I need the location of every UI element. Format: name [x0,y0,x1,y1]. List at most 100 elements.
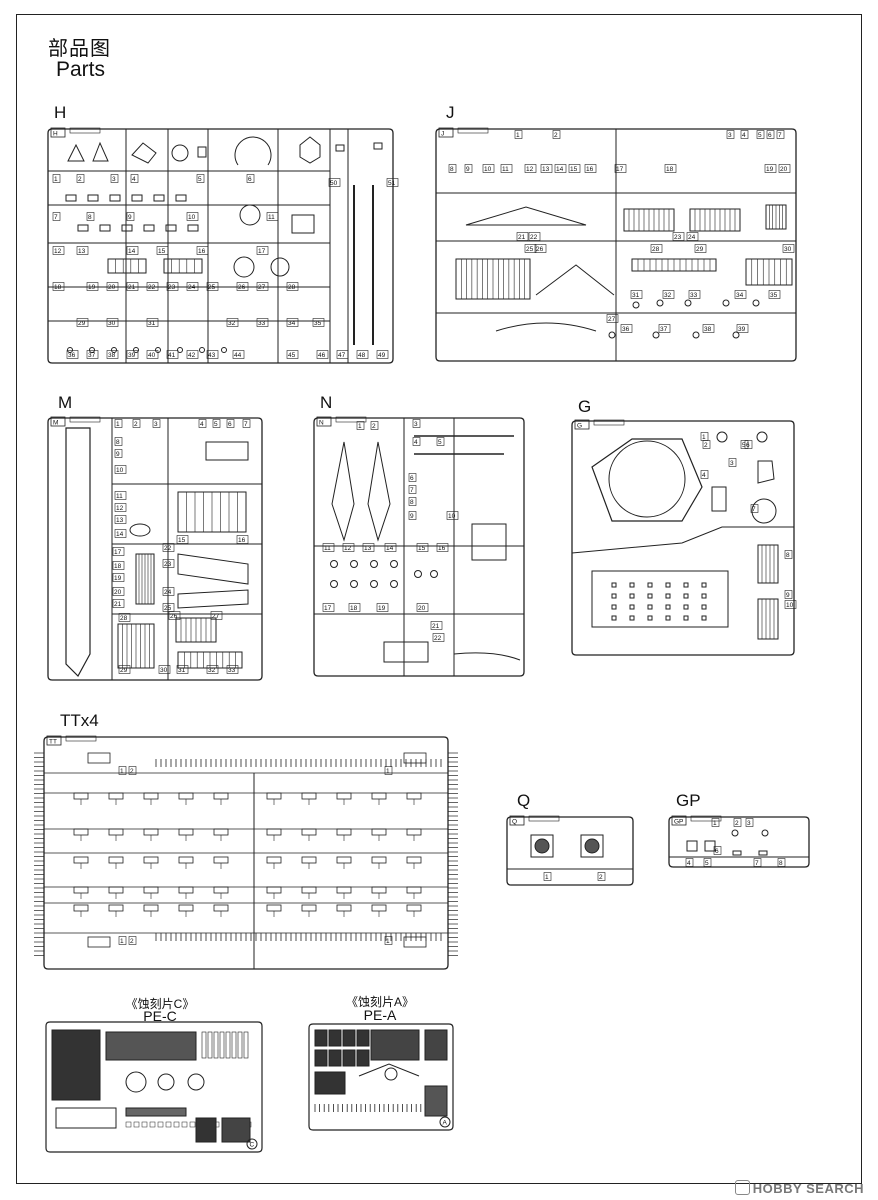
part-number-box [256,282,269,291]
part-number-box [528,232,541,241]
part-number: 13 [78,248,86,255]
part-number-box [614,164,627,173]
track-link [406,856,422,864]
part-number: 21 [518,234,526,241]
track-link [213,792,229,800]
part-number: 17 [258,248,266,255]
pe-part [195,1117,217,1143]
pe-small-part [189,1121,196,1128]
part-number: 28 [652,246,660,253]
part-number-box [328,178,341,187]
pe-part [125,1107,187,1117]
part-number-box [416,543,429,552]
part-number-box [186,282,199,291]
part-number-box [524,164,537,173]
rivet [611,604,617,610]
rivet [701,615,707,621]
part-number-box [236,282,249,291]
part-number: 11 [268,214,275,221]
part-number-box [86,282,99,291]
part-number-box [52,246,65,255]
part-number-box [210,611,223,620]
pe-part [358,1063,420,1077]
part-number: 26 [238,284,246,291]
part-number: 2 [554,132,558,139]
rivet [683,593,689,599]
part-number: 6 [248,176,252,183]
part-number: 27 [258,284,266,291]
pe-grille [314,1071,346,1095]
pe-c-label-cn: 《蚀刻片C》 [125,997,195,1011]
part-number: 2 [130,768,134,775]
part-number-box [212,419,221,428]
part-number: 32 [208,667,216,674]
part-number: 18 [666,166,674,173]
part-number: 31 [148,320,156,327]
small-part [153,194,165,202]
part-number-box [206,350,219,359]
part-number-box [232,350,245,359]
pe-grille [314,1029,328,1047]
part-fender [177,589,249,609]
part-number: 29 [696,246,704,253]
part-number: 12 [54,248,62,255]
part-number-box [162,559,175,568]
part-number-box [126,246,139,255]
part-number: 13 [542,166,550,173]
part-number-box [672,232,685,241]
small-part [133,347,139,353]
pe-strip [213,1031,219,1059]
small-part [370,560,378,568]
part-number: 8 [410,499,414,506]
part-number-box [733,818,742,827]
sprue-label-n: N [320,393,333,412]
part-number: 21 [128,284,136,291]
part-number-box [356,421,365,430]
part-number: 28 [288,284,296,291]
part-outline [335,144,345,152]
part-ring [239,204,261,226]
part-number-box [784,590,793,599]
part-number: 4 [742,132,746,139]
part-number: 4 [132,176,136,183]
track-link [406,886,422,894]
part-number: 29 [120,667,128,674]
track-link [213,886,229,894]
part-number: 22 [148,284,156,291]
pe-grille [342,1049,356,1067]
part-ring [756,431,768,443]
part-number-box [436,543,449,552]
part-hexagon [299,136,321,164]
small-part [732,331,740,339]
part-number: 19 [114,575,122,582]
small-part [732,850,742,856]
sprue-frame [47,417,263,681]
part-number: 3 [154,421,158,428]
part-number-box [662,290,675,299]
part-number-box [620,324,633,333]
part-number: 39 [738,326,746,333]
part-number: 1 [120,768,124,775]
small-part [414,570,422,578]
pe-grille [356,1049,370,1067]
part-number: 3 [112,176,116,183]
small-part [722,299,730,307]
part-number-box [286,282,299,291]
part-wheel [751,498,777,524]
part-number: 7 [244,421,248,428]
pe-corner-letter: C [250,1142,255,1149]
pe-grille [314,1049,328,1067]
part-number-box [198,419,207,428]
part-number-box [196,174,205,183]
rivet [701,604,707,610]
part-number: 9 [128,214,132,221]
part-number: 20 [114,589,122,596]
pe-fret-outline [308,1023,454,1131]
sprue-label-g: G [578,397,592,416]
part-number: 2 [735,820,739,827]
sprue-tag: Q [512,819,517,826]
track-link [143,904,159,912]
part-number: 19 [378,605,386,612]
part-number: 12 [344,545,352,552]
part-number: 37 [88,352,96,359]
